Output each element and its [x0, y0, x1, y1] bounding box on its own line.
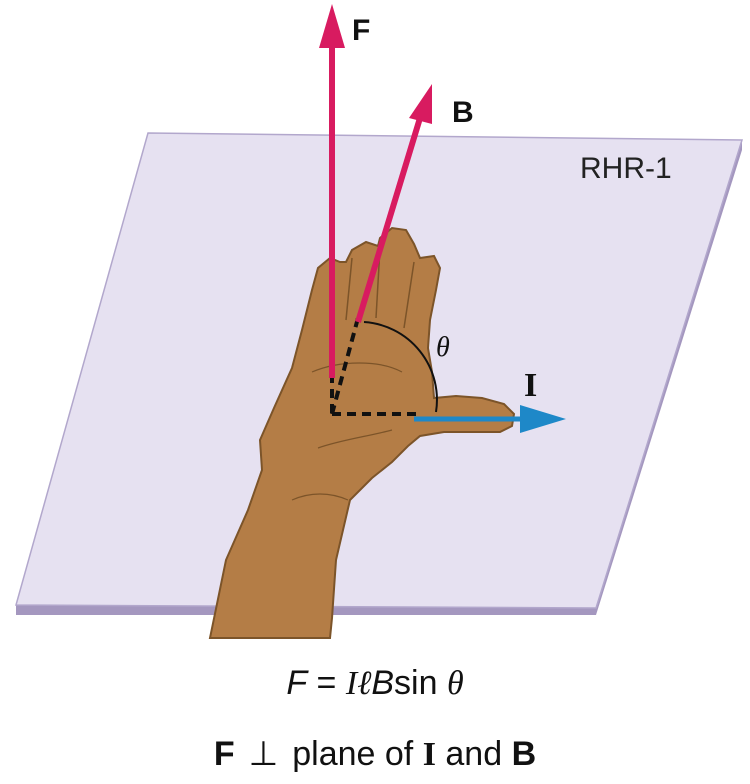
vector-force [319, 4, 345, 378]
field-arrowhead [409, 84, 432, 124]
construction-lines [330, 317, 438, 416]
eq2-perp: ⊥ [248, 735, 279, 773]
eq2-I: I [422, 736, 436, 773]
finger-line-1 [345, 257, 353, 321]
plane-label: RHR-1 [580, 152, 672, 185]
hand-palm [208, 226, 516, 639]
eq1-I: I [345, 665, 358, 702]
palm-crease-2 [317, 429, 393, 449]
force-arrowhead [319, 4, 345, 48]
force-label: F [352, 14, 370, 47]
current-label: I [524, 367, 537, 404]
eq1-F: F [286, 664, 308, 702]
eq1-sin: sin [394, 664, 438, 702]
eq1-equals: = [316, 664, 337, 702]
angle-theta-label: θ [436, 332, 450, 363]
eq2-and: and [445, 735, 503, 773]
perpendicular-statement: F ⊥ plane of I and B [0, 734, 750, 774]
wrist-crease [291, 493, 349, 501]
eq2-B: B [511, 735, 537, 773]
eq2-F: F [213, 735, 235, 773]
eq1-B: B [371, 664, 395, 702]
eq1-theta: θ [446, 665, 464, 702]
dashed-diagonal [330, 317, 360, 415]
force-equation: F = IℓBsin θ [0, 664, 750, 703]
eq2-text: plane of [292, 735, 414, 773]
field-label: B [452, 96, 474, 129]
current-arrowhead [520, 405, 566, 433]
palm-crease-1 [311, 362, 403, 373]
eq1-ell: ℓ [357, 665, 372, 702]
vector-field [355, 84, 432, 323]
finger-line-3 [403, 261, 415, 329]
vector-current [414, 405, 566, 433]
field-shaft [355, 117, 423, 323]
angle-arc [363, 321, 438, 413]
